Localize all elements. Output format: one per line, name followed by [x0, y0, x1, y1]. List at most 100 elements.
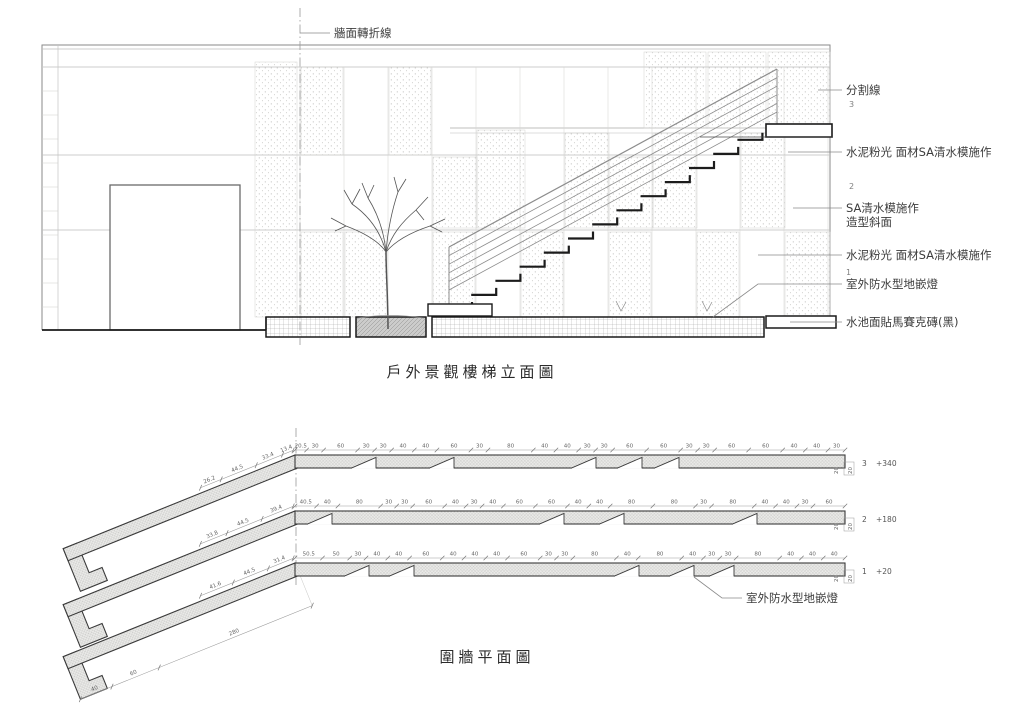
svg-text:30: 30: [584, 444, 591, 450]
svg-text:44.5: 44.5: [236, 517, 250, 527]
svg-text:41.6: 41.6: [209, 581, 223, 591]
bench-slab: [427, 303, 493, 317]
svg-text:20.5: 20.5: [295, 444, 308, 450]
svg-text:30: 30: [363, 444, 370, 450]
svg-text:30: 30: [703, 444, 710, 450]
svg-text:+180: +180: [876, 515, 897, 524]
wall-diagonal-segment: [62, 454, 301, 562]
svg-text:2: 2: [862, 515, 867, 524]
svg-text:40: 40: [324, 500, 331, 506]
svg-text:1: 1: [862, 567, 867, 576]
svg-text:30: 30: [385, 500, 392, 506]
svg-text:20: 20: [848, 523, 854, 530]
door-opening: [109, 184, 241, 331]
svg-text:60: 60: [337, 444, 344, 450]
drain-arrows: [615, 300, 713, 312]
svg-text:+340: +340: [876, 459, 897, 468]
svg-text:280: 280: [228, 628, 240, 638]
svg-text:40: 40: [790, 444, 797, 450]
svg-text:31.4: 31.4: [273, 555, 287, 565]
svg-text:44.5: 44.5: [243, 567, 257, 577]
svg-text:30: 30: [801, 500, 808, 506]
svg-text:40: 40: [493, 552, 500, 558]
svg-text:20: 20: [834, 467, 840, 474]
callout-sa-line1: SA清水模施作: [846, 201, 919, 215]
svg-text:80: 80: [591, 552, 598, 558]
svg-text:80: 80: [729, 500, 736, 506]
svg-text:80: 80: [671, 500, 678, 506]
svg-text:80: 80: [356, 500, 363, 506]
wall-outline: [41, 44, 831, 330]
callout-pool: 水池面貼馬賽克磚(黑): [846, 315, 958, 329]
leader-line: [693, 576, 742, 599]
diagonal-dimensions: 39.444.533.8: [198, 503, 295, 547]
svg-text:40: 40: [471, 552, 478, 558]
callout-num-2: 2: [849, 182, 854, 191]
callout-light: 室外防水型地嵌燈: [846, 277, 938, 291]
light-notches: [351, 456, 680, 469]
svg-text:30: 30: [312, 444, 319, 450]
svg-text:60: 60: [762, 444, 769, 450]
wall-straight-segment: [294, 510, 846, 525]
svg-text:40: 40: [489, 500, 496, 506]
stair-railing: [448, 68, 778, 307]
svg-text:60: 60: [450, 444, 457, 450]
svg-text:60: 60: [728, 444, 735, 450]
tree: [330, 176, 446, 330]
svg-text:+20: +20: [876, 567, 892, 576]
callout-num-3: 3: [849, 100, 854, 109]
ground-and-pools: [42, 300, 837, 338]
svg-text:30: 30: [380, 444, 387, 450]
svg-text:30: 30: [833, 444, 840, 450]
wall-straight-segment: [294, 454, 846, 469]
elevation-title: 戶外景觀樓梯立面圖: [386, 363, 557, 381]
svg-text:30: 30: [561, 552, 568, 558]
svg-text:13.4: 13.4: [280, 444, 294, 454]
tree-planter: [355, 316, 427, 338]
svg-text:30: 30: [401, 500, 408, 506]
svg-text:50.5: 50.5: [303, 552, 316, 558]
svg-text:40: 40: [761, 500, 768, 506]
svg-text:40: 40: [450, 552, 457, 558]
svg-text:30: 30: [724, 552, 731, 558]
svg-text:30: 30: [700, 500, 707, 506]
svg-text:50: 50: [333, 552, 340, 558]
diagonal-dimensions: 13.433.444.526.2: [198, 444, 295, 491]
svg-text:30: 30: [601, 444, 608, 450]
svg-text:40: 40: [373, 552, 380, 558]
svg-text:30: 30: [545, 552, 552, 558]
svg-text:80: 80: [754, 552, 761, 558]
svg-text:20: 20: [848, 575, 854, 582]
svg-text:30: 30: [708, 552, 715, 558]
svg-text:40: 40: [395, 552, 402, 558]
svg-text:80: 80: [628, 500, 635, 506]
light-notches: [344, 564, 735, 577]
svg-text:60: 60: [548, 500, 555, 506]
plan-light-label: 室外防水型地嵌燈: [746, 591, 838, 605]
svg-text:40: 40: [787, 552, 794, 558]
svg-text:39.4: 39.4: [269, 504, 283, 514]
svg-text:40: 40: [399, 444, 406, 450]
svg-text:40: 40: [541, 444, 548, 450]
elevation-callouts: 分割線 3 水泥粉光 面材SA清水模施作 2 SA清水模施作 造型斜面 水泥粉光…: [712, 83, 992, 329]
svg-text:60: 60: [660, 444, 667, 450]
svg-text:20: 20: [848, 467, 854, 474]
svg-text:40: 40: [783, 500, 790, 506]
concrete-texture-panels: [254, 51, 831, 318]
svg-text:40: 40: [596, 500, 603, 506]
svg-text:33.4: 33.4: [261, 451, 275, 461]
wall-straight-segment: [294, 562, 846, 577]
svg-text:40: 40: [624, 552, 631, 558]
callout-sa-line2: 造型斜面: [846, 215, 892, 229]
callout-divider: 分割線: [846, 83, 881, 97]
svg-text:40: 40: [831, 552, 838, 558]
svg-text:30: 30: [686, 444, 693, 450]
svg-text:60: 60: [422, 552, 429, 558]
